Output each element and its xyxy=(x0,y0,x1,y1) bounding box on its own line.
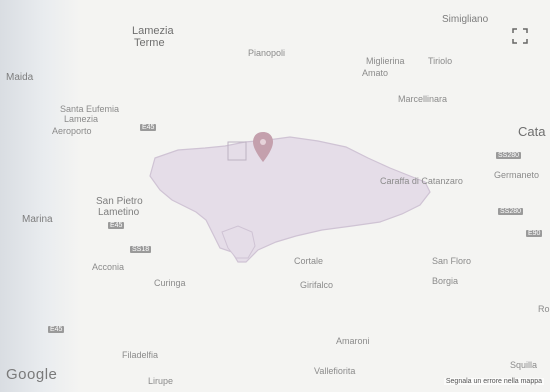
inner-boundary-box xyxy=(227,141,247,161)
place-label: Marina xyxy=(22,214,53,225)
municipality-boundary[interactable] xyxy=(149,136,431,263)
road-shield: SS280 xyxy=(498,208,524,215)
place-label: Lamezia xyxy=(132,25,174,37)
place-label: Marcellinara xyxy=(398,94,448,104)
place-label: Vallefiorita xyxy=(314,366,356,376)
fullscreen-icon[interactable] xyxy=(512,28,528,44)
place-label: Acconia xyxy=(92,262,125,272)
place-label: Maida xyxy=(6,72,34,83)
place-label: San Pietro xyxy=(96,196,143,207)
place-label: Lamezia xyxy=(64,114,99,124)
place-label: Pianopoli xyxy=(248,48,286,58)
report-map-error-link[interactable]: Segnala un errore nella mappa xyxy=(443,378,544,385)
place-label: Amato xyxy=(362,68,389,78)
road-shield: SS18 xyxy=(130,246,152,253)
place-label: Simigliano xyxy=(442,14,489,25)
place-label: Lametino xyxy=(98,207,140,218)
place-label: Santa Eufemia xyxy=(60,104,120,114)
place-label: Caraffa di Catanzaro xyxy=(380,176,463,186)
place-label: Borgia xyxy=(432,276,459,286)
place-label: Germaneto xyxy=(494,170,540,180)
place-label: Cortale xyxy=(294,256,324,266)
place-label: Squilla xyxy=(510,360,538,370)
place-label: San Floro xyxy=(432,256,472,266)
google-logo: Google xyxy=(6,366,58,383)
road-shield: SS280 xyxy=(496,152,522,159)
place-label: Curinga xyxy=(154,278,186,288)
location-marker-icon[interactable] xyxy=(253,132,273,162)
road-shield: E45 xyxy=(108,222,125,229)
place-label: Miglierina xyxy=(366,56,405,66)
road-shield: E45 xyxy=(48,326,65,333)
place-label: Amaroni xyxy=(336,336,370,346)
place-label: Lirupe xyxy=(148,376,174,386)
municipality-enclave xyxy=(221,225,256,259)
sea-coastline xyxy=(0,0,80,392)
road-shield: E90 xyxy=(526,230,543,237)
place-label: Ro xyxy=(538,304,550,314)
road-shield: E45 xyxy=(140,124,157,131)
place-label: Girifalco xyxy=(300,280,334,290)
place-label: Tiriolo xyxy=(428,56,453,66)
place-label: Filadelfia xyxy=(122,350,159,360)
place-label: Terme xyxy=(134,37,165,49)
place-label: Cata xyxy=(518,124,546,139)
place-label: Aeroporto xyxy=(52,126,92,136)
